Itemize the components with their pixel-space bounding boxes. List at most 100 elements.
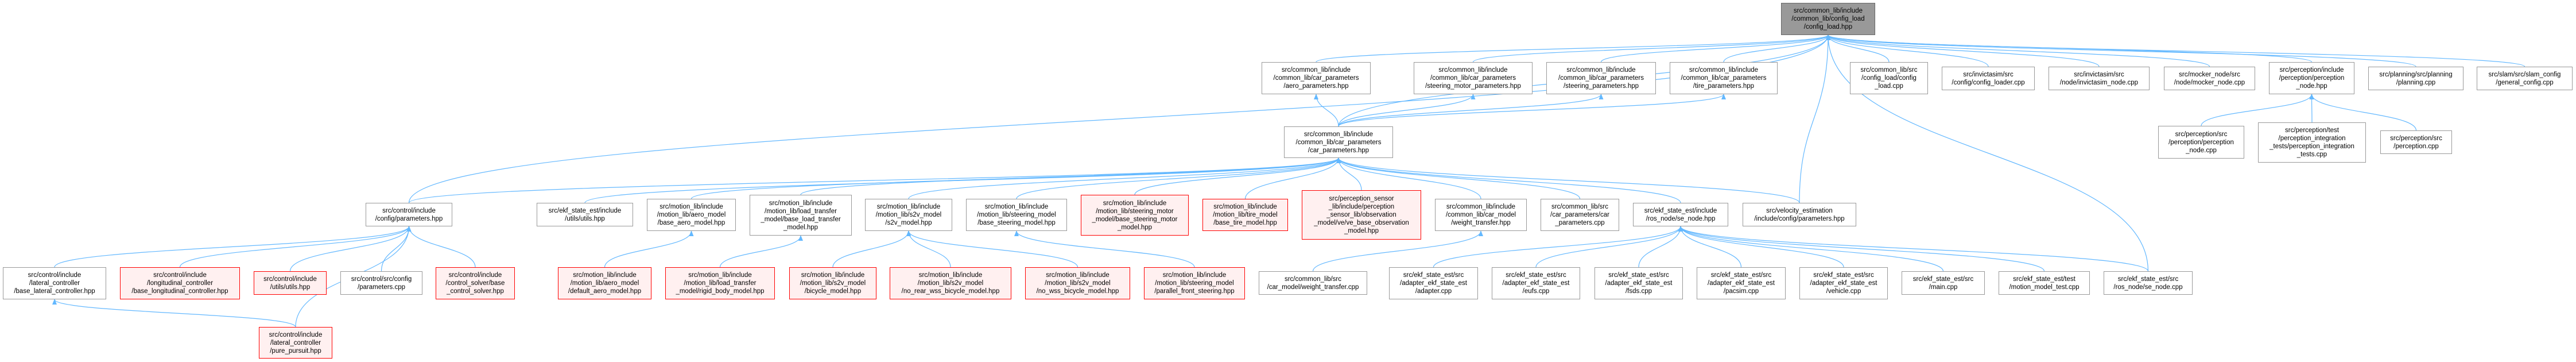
node-control-params-cpp[interactable]: src/control/src/config /parameters.cpp (340, 271, 422, 295)
node-se-node-cpp[interactable]: src/ekf_state_est/src /ros_node/se_node.… (2104, 271, 2193, 295)
node-no-rear-wss[interactable]: src/motion_lib/include /motion_lib/s2v_m… (890, 267, 1011, 299)
edge-bicycle-to-s2v_model (832, 230, 911, 268)
edge-car_params_hpp-to-tire_params (1338, 94, 1726, 127)
node-base-steer-motor[interactable]: src/motion_lib/include /motion_lib/steer… (1081, 195, 1189, 236)
edge-se_node_hpp-to-car_params_hpp (1336, 157, 1681, 203)
node-base-longitudinal[interactable]: src/control/include /longitudinal_contro… (120, 267, 240, 299)
edge-car_params_hpp-to-steer_params (1338, 94, 1604, 127)
edge-eufs_cpp-to-se_node_hpp (1535, 226, 1683, 268)
edge-base_tire-to-car_params_hpp (1244, 157, 1341, 199)
node-base-tire[interactable]: src/motion_lib/include /motion_lib/tire_… (1202, 199, 1288, 231)
node-config-loader-cpp[interactable]: src/invictasim/src /config/config_loader… (1942, 67, 2035, 90)
edge-control_params-to-car_params_hpp (408, 157, 1341, 203)
edge-control_utils-to-control_params (289, 226, 412, 272)
node-base-lateral[interactable]: src/control/include /lateral_controller … (3, 267, 106, 299)
node-control-solver[interactable]: src/control/include /control_solver/base… (436, 267, 515, 299)
edge-pacsim_cpp-to-se_node_hpp (1678, 226, 1742, 268)
node-ve-base-obs[interactable]: src/perception_sensor _lib/include/perce… (1302, 190, 1421, 240)
node-car-params-hpp[interactable]: src/common_lib/include /common_lib/car_p… (1284, 126, 1393, 158)
edge-rigid_body-to-base_load (719, 235, 803, 268)
edge-weight_transfer_hpp-to-car_params_hpp (1336, 157, 1481, 199)
edge-car_params_cpp-to-car_params_hpp (1336, 157, 1581, 199)
node-perception-node-cpp[interactable]: src/perception/src /perception/perceptio… (2158, 126, 2244, 159)
edge-base_load-to-car_params_hpp (800, 157, 1341, 195)
node-car-params-cpp[interactable]: src/common_lib/src /car_parameters/car _… (1541, 199, 1619, 231)
node-control-utils[interactable]: src/control/include /utils/utils.hpp (254, 271, 327, 295)
node-config-load-hpp[interactable]: src/common_lib/include /common_lib/confi… (1781, 3, 1875, 35)
edge-se_node_cpp-to-config_load_hpp (1826, 34, 2149, 272)
node-base-load[interactable]: src/motion_lib/include /motion_lib/load_… (750, 195, 852, 236)
edge-planning_cpp-to-config_load_hpp (1826, 34, 2416, 67)
node-base-steering[interactable]: src/motion_lib/include /motion_lib/steer… (966, 199, 1067, 231)
edge-weight_transfer_cpp-to-weight_transfer_hpp (1312, 230, 1483, 272)
edge-motion_model_test-to-se_node_hpp (1678, 226, 2045, 272)
node-config-load-cpp[interactable]: src/common_lib/src /config_load/config _… (1850, 62, 1928, 94)
node-parallel-front[interactable]: src/motion_lib/include /motion_lib/steer… (1144, 267, 1245, 299)
node-planning-cpp[interactable]: src/planning/src/planning /planning.cpp (2368, 67, 2464, 90)
edge-no_rear_wss-to-s2v_model (906, 230, 951, 268)
edge-adapter_cpp-to-se_node_hpp (1433, 226, 1683, 268)
node-base-aero[interactable]: src/motion_lib/include /motion_lib/aero_… (647, 199, 736, 231)
edge-config_loader_cpp-to-config_load_hpp (1826, 34, 1989, 67)
edge-perception_node_cpp-to-perception_node_hpp (2201, 94, 2314, 126)
node-se-node-hpp[interactable]: src/ekf_state_est/include /ros_node/se_n… (1633, 203, 1728, 226)
edge-base_longitudinal-to-control_params (179, 226, 412, 268)
edge-base_steering-to-car_params_hpp (1016, 157, 1341, 199)
edge-control_solver-to-control_params (406, 226, 476, 268)
edge-steer_motor_params-to-config_load_hpp (1472, 34, 1830, 63)
node-main-cpp[interactable]: src/ekf_state_est/src /main.cpp (1902, 271, 1985, 295)
node-s2v-model[interactable]: src/motion_lib/include /motion_lib/s2v_m… (865, 199, 952, 231)
node-eufs-cpp[interactable]: src/ekf_state_est/src /adapter_ekf_state… (1492, 267, 1580, 299)
edge-general_config-to-config_load_hpp (1826, 34, 2525, 67)
node-invictasim-node[interactable]: src/invictasim/src /node/invictasim_node… (2049, 67, 2150, 90)
node-control-params[interactable]: src/control/include /config/parameters.h… (366, 203, 452, 226)
edge-control_params-to-config_load_hpp (408, 34, 1830, 203)
node-perception-cpp[interactable]: src/perception/src /perception.cpp (2380, 130, 2452, 154)
node-perception-tests[interactable]: src/perception/test /perception_integrat… (2258, 122, 2366, 163)
node-weight-transfer-hpp[interactable]: src/common_lib/include /common_lib/car_m… (1435, 199, 1527, 231)
node-pure-pursuit[interactable]: src/control/include /lateral_controller … (259, 327, 332, 359)
node-ekf-utils[interactable]: src/ekf_state_est/include /utils/utils.h… (537, 203, 633, 226)
node-vehicle-cpp[interactable]: src/ekf_state_est/src /adapter_ekf_state… (1799, 267, 1888, 299)
edge-default_aero-to-base_aero (604, 230, 694, 268)
edge-car_params_hpp-to-steer_motor_params (1338, 94, 1476, 127)
node-aero-params[interactable]: src/common_lib/include /common_lib/car_p… (1262, 62, 1371, 94)
edge-se_node_cpp-to-se_node_hpp (1678, 226, 2149, 272)
node-steer-motor-params[interactable]: src/common_lib/include /common_lib/car_p… (1414, 62, 1533, 94)
edge-car_params_hpp-to-aero_params (1314, 94, 1339, 127)
node-fsds-cpp[interactable]: src/ekf_state_est/src /adapter_ekf_state… (1595, 267, 1683, 299)
node-rigid-body[interactable]: src/motion_lib/include /motion_lib/load_… (665, 267, 775, 299)
node-tire-params[interactable]: src/common_lib/include /common_lib/car_p… (1670, 62, 1778, 94)
edge-pure_pursuit-to-base_lateral (52, 299, 296, 328)
edge-s2v_model-to-car_params_hpp (908, 157, 1341, 199)
node-default-aero[interactable]: src/motion_lib/include /motion_lib/aero_… (558, 267, 651, 299)
edge-fsds_cpp-to-se_node_hpp (1638, 226, 1683, 268)
node-perception-node-hpp[interactable]: src/perception/include /perception/perce… (2269, 62, 2354, 94)
node-weight-transfer-cpp[interactable]: src/common_lib/src /car_model/weight_tra… (1259, 271, 1367, 295)
node-velocity-params[interactable]: src/velocity_estimation /include/config/… (1743, 203, 1856, 226)
edge-velocity_params-to-car_params_hpp (1336, 157, 1800, 203)
node-bicycle[interactable]: src/motion_lib/include /motion_lib/s2v_m… (789, 267, 876, 299)
node-motion-model-test[interactable]: src/ekf_state_est/test /motion_model_tes… (1999, 271, 2090, 295)
edge-parallel_front-to-base_steering (1014, 230, 1195, 268)
node-steer-params[interactable]: src/common_lib/include /common_lib/car_p… (1546, 62, 1656, 94)
edge-main_cpp-to-se_node_hpp (1678, 226, 1944, 272)
edge-invictasim_node-to-config_load_hpp (1826, 34, 2100, 67)
edge-perception_cpp-to-perception_node_hpp (2309, 94, 2417, 131)
edge-mocker_node-to-config_load_hpp (1826, 34, 2210, 67)
edge-steer_params-to-config_load_hpp (1600, 34, 1830, 63)
edge-tire_params-to-config_load_hpp (1723, 34, 1830, 63)
node-mocker-node[interactable]: src/mocker_node/src /node/mocker_node.cp… (2164, 67, 2255, 90)
node-adapter-cpp[interactable]: src/ekf_state_est/src /adapter_ekf_state… (1389, 267, 1478, 299)
edge-vehicle_cpp-to-se_node_hpp (1678, 226, 1844, 268)
node-no-wss[interactable]: src/motion_lib/include /motion_lib/s2v_m… (1025, 267, 1130, 299)
node-general-config[interactable]: src/slam/src/slam_config /general_config… (2477, 67, 2573, 90)
edge-no_wss-to-s2v_model (906, 230, 1078, 268)
edge-base_lateral-to-control_params (54, 226, 412, 268)
edge-perception_tests-to-perception_node_hpp (2309, 94, 2314, 123)
node-pacsim-cpp[interactable]: src/ekf_state_est/src /adapter_ekf_state… (1697, 267, 1786, 299)
edge-aero_params-to-config_load_hpp (1316, 34, 1830, 63)
edge-base_steer_motor-to-car_params_hpp (1134, 157, 1341, 195)
